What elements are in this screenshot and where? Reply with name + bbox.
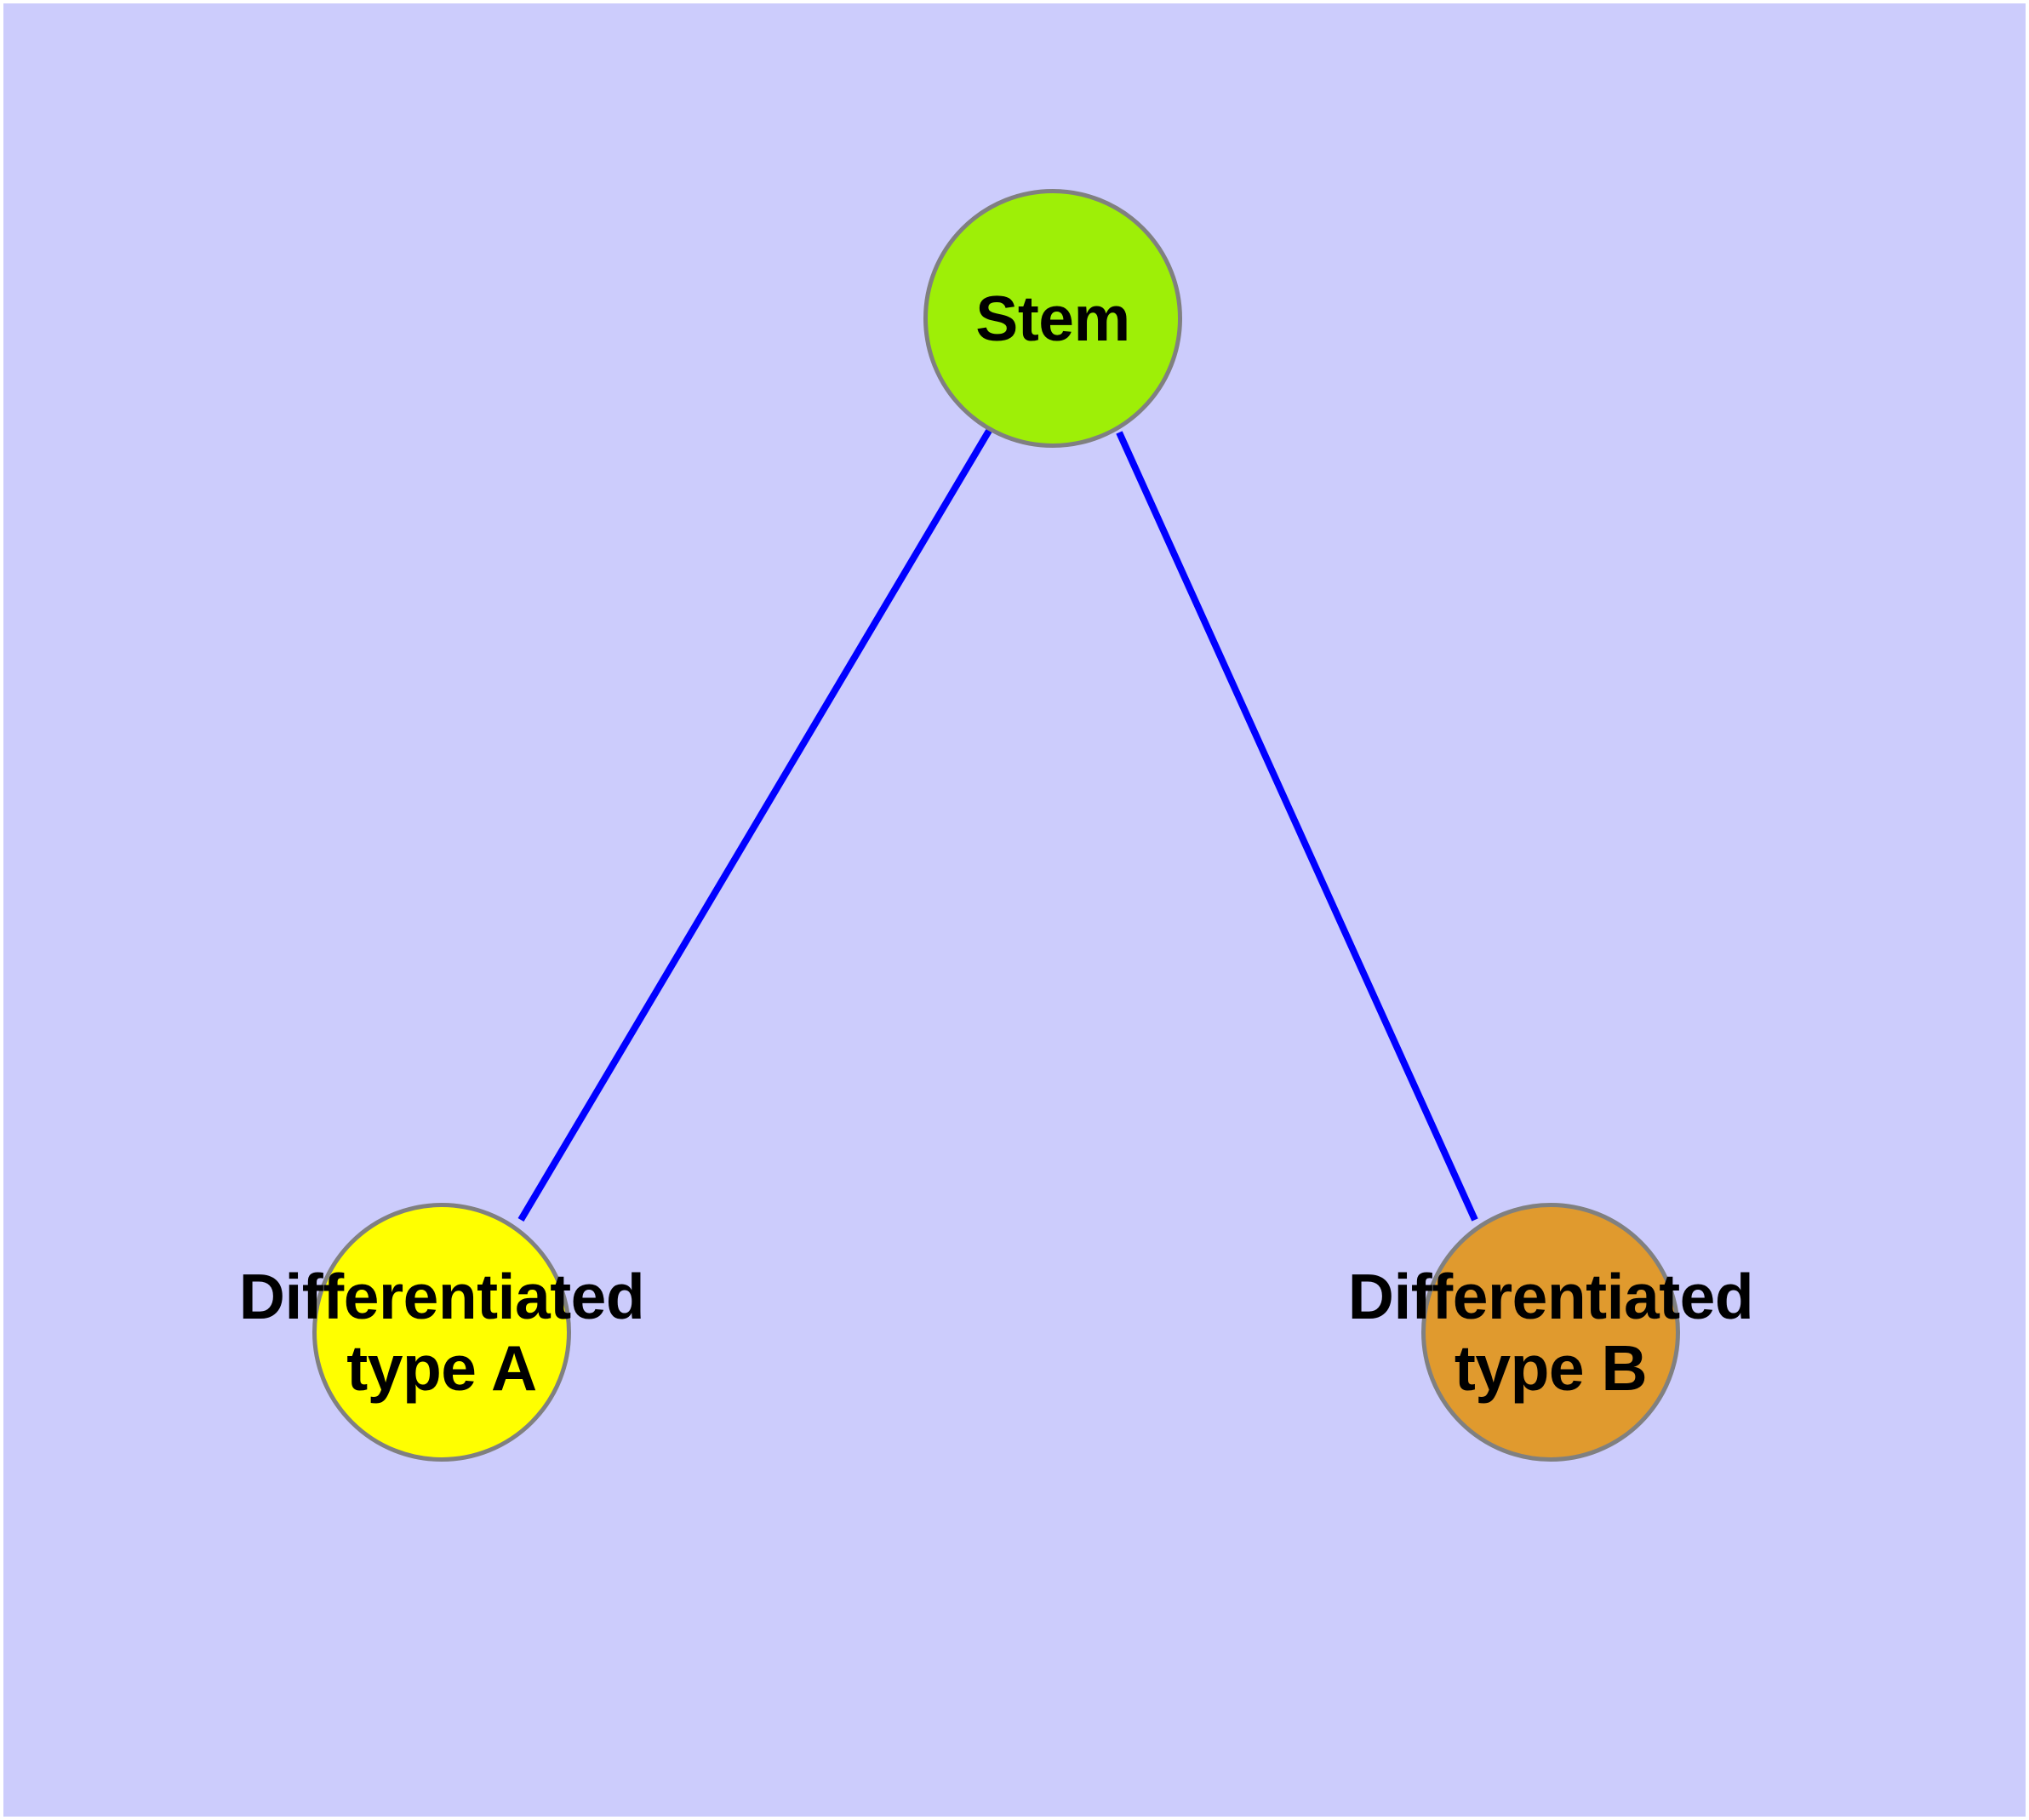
edge-stem-to-diff-a[interactable] bbox=[517, 428, 992, 1222]
node-stem[interactable] bbox=[923, 189, 1182, 448]
node-differentiated-type-b[interactable] bbox=[1421, 1203, 1680, 1462]
node-differentiated-type-a[interactable] bbox=[312, 1203, 571, 1462]
edge-stem-to-diff-b[interactable] bbox=[1116, 431, 1478, 1222]
